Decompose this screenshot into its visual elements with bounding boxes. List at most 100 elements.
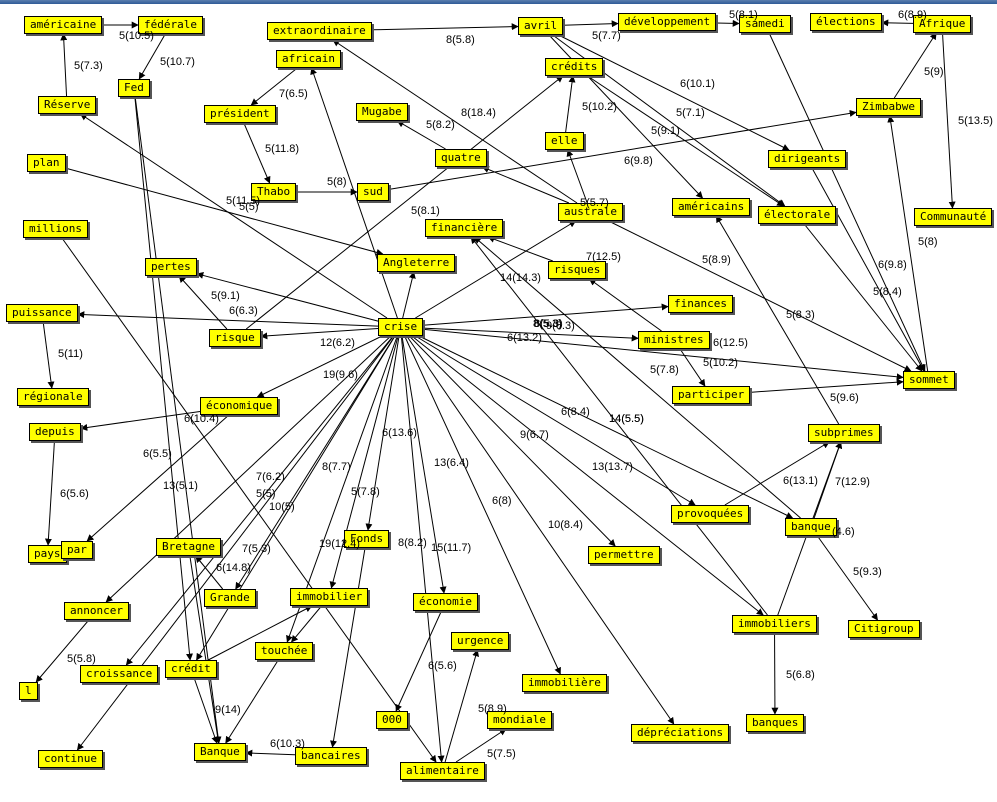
node-pays[interactable]: pays [28, 545, 67, 563]
node-banque[interactable]: banque [785, 518, 837, 536]
edge-label: 6(8.4) [561, 406, 590, 418]
edge-label: 8(18.4) [461, 107, 496, 119]
node-plan[interactable]: plan [27, 154, 66, 172]
node-participer[interactable]: participer [672, 386, 751, 404]
node-samedi[interactable]: samedi [739, 15, 791, 33]
node-par[interactable]: par [61, 541, 93, 559]
node-federale[interactable]: fédérale [138, 16, 203, 34]
node-pertes[interactable]: pertes [145, 258, 197, 276]
edge-zimbabwe-afrique [893, 32, 937, 99]
node-alimentaire[interactable]: alimentaire [400, 762, 485, 780]
node-citigroup[interactable]: Citigroup [848, 620, 920, 638]
node-provoquees[interactable]: provoquées [671, 505, 750, 523]
node-fed[interactable]: Fed [118, 79, 150, 97]
node-reserve[interactable]: Réserve [38, 96, 97, 114]
edge-label: 5(10.7) [160, 56, 195, 68]
edge-annoncer-l [35, 619, 90, 683]
edge-bancaires-banque2 [245, 749, 296, 757]
edge-label: 6(13.6) [382, 427, 417, 439]
node-extraordinaire[interactable]: extraordinaire [267, 22, 372, 40]
node-economique[interactable]: économique [200, 397, 279, 415]
node-ministres[interactable]: ministres [638, 331, 710, 349]
node-americains[interactable]: américains [672, 198, 751, 216]
node-grande[interactable]: Grande [204, 589, 256, 607]
node-continue[interactable]: continue [38, 750, 103, 768]
node-banques[interactable]: banques [746, 714, 805, 732]
node-annoncer[interactable]: annoncer [64, 602, 129, 620]
node-fonds[interactable]: Fonds [344, 530, 390, 548]
edge-label: 5(13.5) [958, 115, 993, 127]
edge-avril-developpement [562, 20, 619, 28]
node-president[interactable]: président [204, 105, 276, 123]
node-dirigeants[interactable]: dirigeants [768, 150, 847, 168]
edge-label: 5(8.9) [702, 254, 731, 266]
node-subprimes[interactable]: subprimes [808, 424, 880, 442]
edge-alimentaire-urgence [444, 649, 480, 763]
node-zimbabwe[interactable]: Zimbabwe [856, 98, 921, 116]
node-millions[interactable]: millions [23, 220, 88, 238]
edge-bretagne-banque2 [189, 555, 222, 744]
edge-label: 13(6.4) [434, 457, 469, 469]
edge-africain-president [250, 67, 298, 106]
node-depuis[interactable]: depuis [29, 423, 81, 441]
node-mondiale[interactable]: mondiale [487, 711, 552, 729]
edge-label: 5(8) [918, 236, 938, 248]
edge-label: 10(8.4) [548, 519, 583, 531]
node-croissance[interactable]: croissance [80, 665, 159, 683]
node-permettre[interactable]: permettre [588, 546, 660, 564]
node-economie[interactable]: économie [413, 593, 478, 611]
edge-risque-credits [245, 75, 564, 330]
node-elections[interactable]: élections [810, 13, 882, 31]
node-elle[interactable]: elle [545, 132, 584, 150]
node-l[interactable]: l [19, 682, 38, 700]
node-mugabe[interactable]: Mugabe [356, 103, 408, 121]
edge-label: 5(10.2) [703, 357, 738, 369]
node-puissance[interactable]: puissance [6, 304, 78, 322]
node-immobiliere[interactable]: immobilière [522, 674, 607, 692]
node-depreciations[interactable]: dépréciations [631, 724, 730, 742]
node-risques[interactable]: risques [548, 261, 607, 279]
node-afrique[interactable]: Afrique [913, 15, 972, 33]
node-credit[interactable]: crédit [165, 660, 217, 678]
node-financiere[interactable]: financière [425, 219, 504, 237]
node-africain[interactable]: africain [276, 50, 341, 68]
node-developpement[interactable]: développement [618, 13, 717, 31]
node-urgence[interactable]: urgence [451, 632, 510, 650]
edge-label: 6(14.8) [216, 562, 251, 574]
edge-economique-depuis [80, 411, 201, 431]
node-bancaires[interactable]: bancaires [295, 747, 367, 765]
node-quatre[interactable]: quatre [435, 149, 487, 167]
edge-label: 8(5.3) [533, 318, 562, 330]
edge-label: 6(8.9) [898, 9, 927, 21]
edge-label: 5(9.6) [830, 392, 859, 404]
edge-label: 7(6.5) [279, 88, 308, 100]
node-finances[interactable]: finances [668, 295, 733, 313]
node-n000[interactable]: 000 [376, 711, 408, 729]
node-crise[interactable]: crise [378, 318, 424, 336]
node-communaute[interactable]: Communauté [914, 208, 993, 226]
edge-credit-immobilier [208, 605, 313, 661]
node-sommet[interactable]: sommet [903, 371, 955, 389]
node-regionale[interactable]: régionale [17, 388, 89, 406]
node-australe[interactable]: australe [558, 203, 623, 221]
edge-economie-n000 [395, 610, 442, 712]
edge-crise-economie [401, 335, 447, 594]
edge-crise-annoncer [105, 335, 392, 603]
edge-label: 5(9.1) [211, 290, 240, 302]
node-risque[interactable]: risque [209, 329, 261, 347]
node-banque2[interactable]: Banque [194, 743, 246, 761]
node-immobilier[interactable]: immobilier [290, 588, 369, 606]
node-angleterre[interactable]: Angleterre [377, 254, 456, 272]
node-immobiliers[interactable]: immobiliers [732, 615, 817, 633]
node-bretagne[interactable]: Bretagne [156, 538, 221, 556]
edge-label: 5(8.1) [729, 9, 758, 21]
node-electorale[interactable]: électorale [758, 206, 837, 224]
node-touchee[interactable]: touchée [255, 642, 314, 660]
node-americaine[interactable]: américaine [24, 16, 103, 34]
node-sud[interactable]: sud [357, 183, 389, 201]
node-avril[interactable]: avril [518, 17, 564, 35]
node-credits[interactable]: crédits [545, 58, 604, 76]
node-thabo[interactable]: Thabo [251, 183, 297, 201]
